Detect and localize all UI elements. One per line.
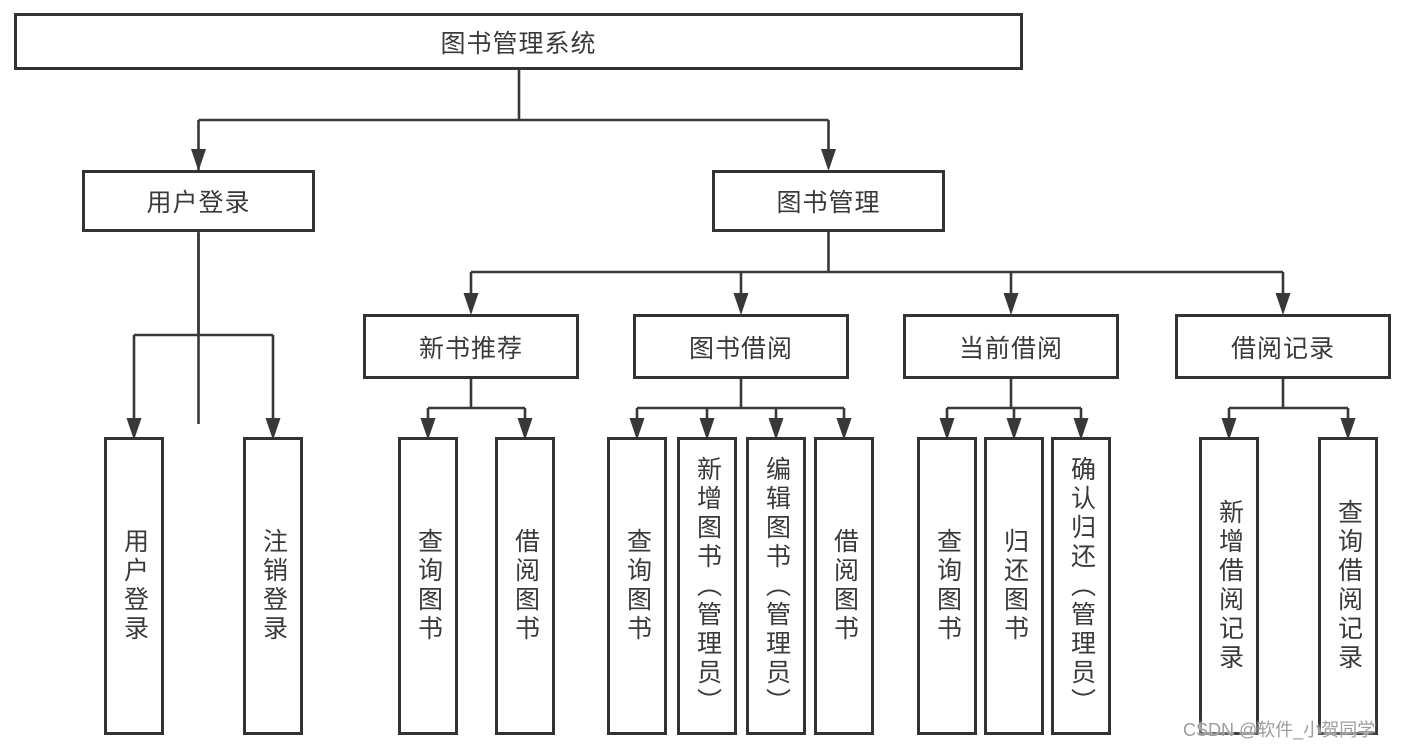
node-leaf-query-books: 查询图书 (398, 437, 458, 735)
node-library-management-system: 图书管理系统 (14, 13, 1023, 70)
node-label: 图书管理 (776, 189, 881, 217)
node-borrowing-records: 借阅记录 (1175, 314, 1391, 379)
node-label: 编辑图书（管理员） (762, 455, 791, 717)
node-leaf-confirm-return-admin: 确认归还（管理员） (1051, 437, 1111, 735)
watermark: CSDN @软件_小贺同学 (1183, 720, 1376, 740)
node-book-borrowing: 图书借阅 (633, 314, 849, 379)
connector-root-to-level2 (191, 70, 836, 424)
node-user-login-module: 用户登录 (82, 170, 315, 232)
node-label: 借阅记录 (1230, 334, 1335, 363)
node-label: 图书管理系统 (440, 29, 597, 58)
node-leaf-logout: 注销登录 (243, 437, 303, 735)
node-label: 查询借阅记录 (1334, 499, 1363, 673)
node-label: 新增借阅记录 (1215, 499, 1244, 673)
node-leaf-add-books-admin: 新增图书（管理员） (677, 437, 737, 735)
connector-borrowing-records-to-leaves (1221, 379, 1356, 440)
node-leaf-edit-books-admin: 编辑图书（管理员） (746, 437, 806, 735)
node-label: 借阅图书 (830, 528, 859, 644)
node-book-management-module: 图书管理 (712, 170, 945, 232)
node-current-borrowing: 当前借阅 (903, 314, 1119, 379)
node-label: 图书借阅 (688, 334, 793, 363)
node-label: 新书推荐 (418, 334, 523, 363)
node-label: 用户登录 (146, 189, 251, 217)
connector-current-borrowing-to-leaves (939, 379, 1089, 440)
node-label: 查询图书 (414, 528, 443, 644)
node-label: 注销登录 (259, 528, 288, 644)
node-leaf-borrow-books: 借阅图书 (495, 437, 555, 735)
node-leaf-return-books: 归还图书 (984, 437, 1044, 735)
node-label: 查询图书 (933, 528, 962, 644)
node-leaf-borrow-books: 借阅图书 (814, 437, 874, 735)
node-leaf-user-login: 用户登录 (104, 437, 164, 735)
connector-new-book-recommend-to-leaves (420, 379, 533, 440)
connector-book-borrowing-to-leaves (629, 379, 852, 440)
node-leaf-query-books: 查询图书 (607, 437, 667, 735)
node-label: 归还图书 (1000, 528, 1029, 644)
connector-user-login-to-leaves (126, 233, 281, 440)
node-label: 用户登录 (120, 528, 149, 644)
node-new-book-recommend: 新书推荐 (363, 314, 579, 379)
node-leaf-query-books: 查询图书 (917, 437, 977, 735)
node-label: 新增图书（管理员） (693, 455, 722, 717)
node-label: 借阅图书 (511, 528, 540, 644)
node-leaf-add-borrow-record: 新增借阅记录 (1199, 437, 1259, 735)
node-label: 查询图书 (623, 528, 652, 644)
node-label: 当前借阅 (958, 334, 1063, 363)
node-label: 确认归还（管理员） (1067, 455, 1096, 717)
connector-book-management-to-level3 (463, 232, 1291, 315)
node-leaf-query-borrow-record: 查询借阅记录 (1318, 437, 1378, 735)
